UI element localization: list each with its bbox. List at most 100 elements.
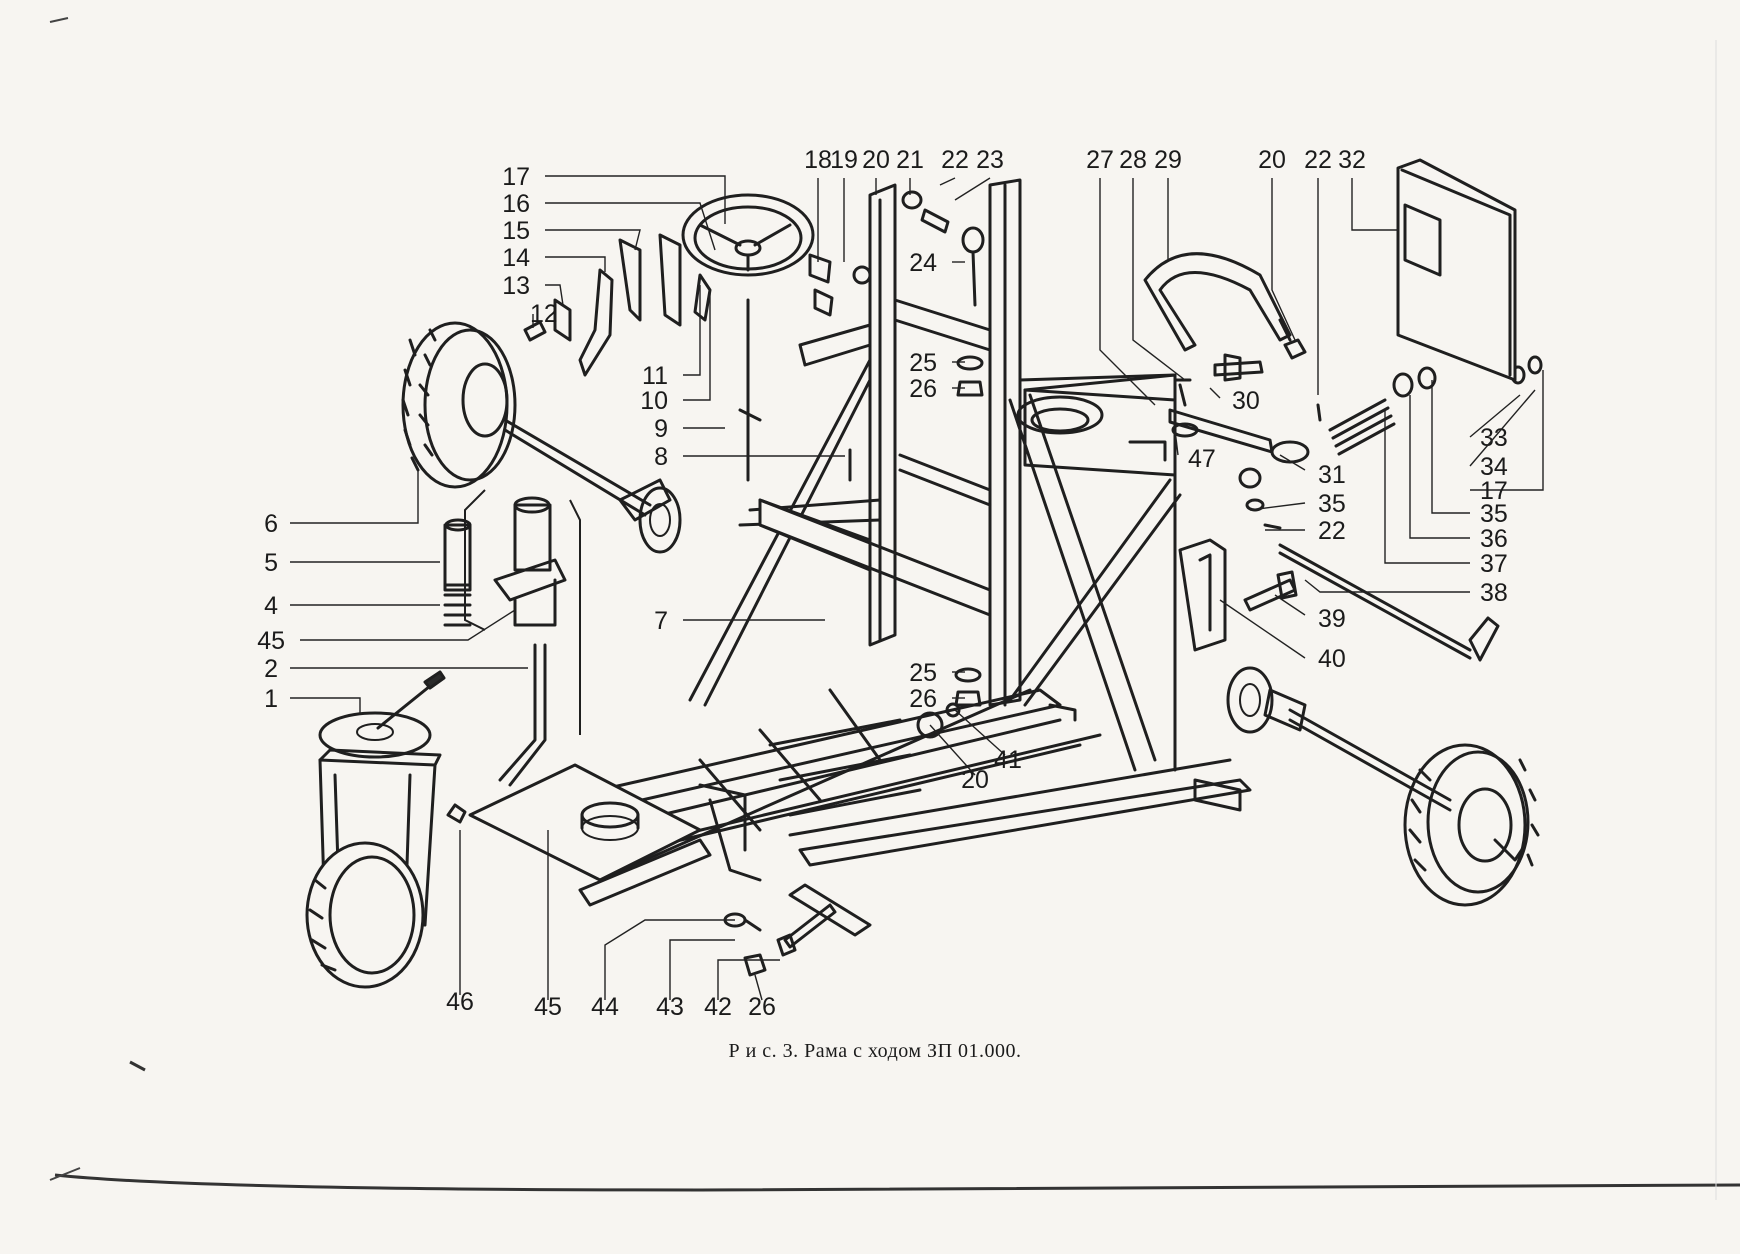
callout-number: 20 (862, 146, 890, 174)
leader-line (300, 609, 516, 641)
callout-number: 10 (640, 387, 668, 415)
callout-20: 20 (862, 146, 890, 195)
callout-number: 22 (1318, 517, 1346, 545)
callout-number: 28 (1119, 146, 1147, 174)
leader-line (939, 177, 956, 186)
callout-21: 21 (896, 146, 924, 195)
callout-17: 17 (1470, 370, 1544, 505)
callout-number: 37 (1480, 550, 1508, 578)
wheel-right (1226, 666, 1540, 907)
leader-line (290, 697, 361, 715)
callout-number: 20 (961, 766, 989, 794)
callout-1: 1 (264, 685, 361, 715)
callout-number: 11 (642, 362, 668, 390)
leader-line (669, 939, 735, 1000)
callout-2: 2 (264, 655, 528, 683)
callout-number: 1 (264, 685, 278, 713)
callout-32: 32 (1338, 146, 1398, 231)
callout-number: 6 (264, 510, 278, 538)
callout-22: 22 (1265, 517, 1346, 545)
callout-19: 19 (830, 146, 858, 262)
callout-37: 37 (1384, 410, 1508, 578)
callout-40: 40 (1219, 599, 1346, 673)
callout-45: 45 (534, 830, 562, 1021)
callout-22: 22 (939, 146, 969, 186)
leader-line (954, 177, 991, 201)
leader-line (1431, 380, 1470, 514)
callout-number: 17 (1480, 477, 1508, 505)
callout-number: 27 (1086, 146, 1114, 174)
leader-line (1409, 395, 1470, 539)
callout-number: 36 (1480, 525, 1508, 553)
callout-number: 20 (1258, 146, 1286, 174)
leader-line (1304, 579, 1470, 593)
callout-number: 35 (1318, 490, 1346, 518)
leader-line (1384, 410, 1470, 564)
callout-43: 43 (656, 939, 735, 1021)
callout-30: 30 (1209, 387, 1260, 415)
leader-line (1249, 502, 1306, 511)
callout-number: 44 (591, 993, 619, 1021)
callout-17: 17 (502, 163, 726, 224)
leader-line (1469, 394, 1521, 438)
callout-26: 26 (748, 974, 776, 1021)
callout-29: 29 (1154, 146, 1182, 260)
callout-number: 26 (909, 375, 937, 403)
lever-parts (1143, 158, 1543, 662)
callout-number: 5 (264, 549, 278, 577)
callout-27: 27 (1086, 146, 1156, 406)
leader-line (1279, 454, 1306, 471)
leader-line (545, 202, 716, 251)
leader-line (545, 256, 606, 272)
leader-line (1174, 429, 1179, 456)
callout-13: 13 (502, 272, 564, 306)
callout-35: 35 (1431, 380, 1508, 528)
callout-number: 42 (704, 993, 732, 1021)
callout-number: 25 (909, 349, 937, 377)
leader-line (1351, 178, 1398, 231)
wheel-left (401, 321, 682, 554)
callout-23: 23 (954, 146, 1004, 201)
leader-line (1469, 389, 1536, 467)
callout-45: 45 (257, 609, 516, 655)
leader-line (545, 229, 641, 251)
callout-number: 45 (534, 993, 562, 1021)
scan-artifacts (49, 17, 1740, 1200)
leader-line (1209, 387, 1221, 399)
callout-number: 22 (1304, 146, 1332, 174)
callout-number: 16 (502, 190, 530, 218)
callout-14: 14 (502, 244, 606, 272)
callout-number: 29 (1154, 146, 1182, 174)
callout-39: 39 (1274, 594, 1346, 633)
leader-line (545, 175, 726, 224)
callout-number: 23 (976, 146, 1004, 174)
callout-number: 30 (1232, 387, 1260, 415)
callout-26: 26 (909, 685, 965, 713)
callout-41: 41 (954, 709, 1022, 774)
callout-7: 7 (654, 607, 825, 635)
callout-number: 8 (654, 443, 668, 471)
callout-12: 12 (530, 300, 558, 328)
leader-line (1271, 178, 1296, 341)
callout-18: 18 (804, 146, 832, 262)
callout-33: 33 (1469, 394, 1521, 452)
callout-number: 21 (896, 146, 924, 174)
leader-line (1274, 594, 1306, 616)
leader-line (954, 709, 1006, 756)
callout-number: 22 (941, 146, 969, 174)
callout-number: 35 (1480, 500, 1508, 528)
callout-number: 17 (502, 163, 530, 191)
callout-38: 38 (1304, 579, 1508, 607)
callout-number: 34 (1480, 453, 1508, 481)
callout-number: 18 (804, 146, 832, 174)
pin-parts (901, 190, 985, 739)
callout-number: 2 (264, 655, 278, 683)
callout-number: 26 (909, 685, 937, 713)
callout-8: 8 (654, 443, 845, 471)
callout-number: 47 (1188, 445, 1216, 473)
callout-31: 31 (1279, 454, 1346, 489)
steering-parts (523, 193, 872, 482)
